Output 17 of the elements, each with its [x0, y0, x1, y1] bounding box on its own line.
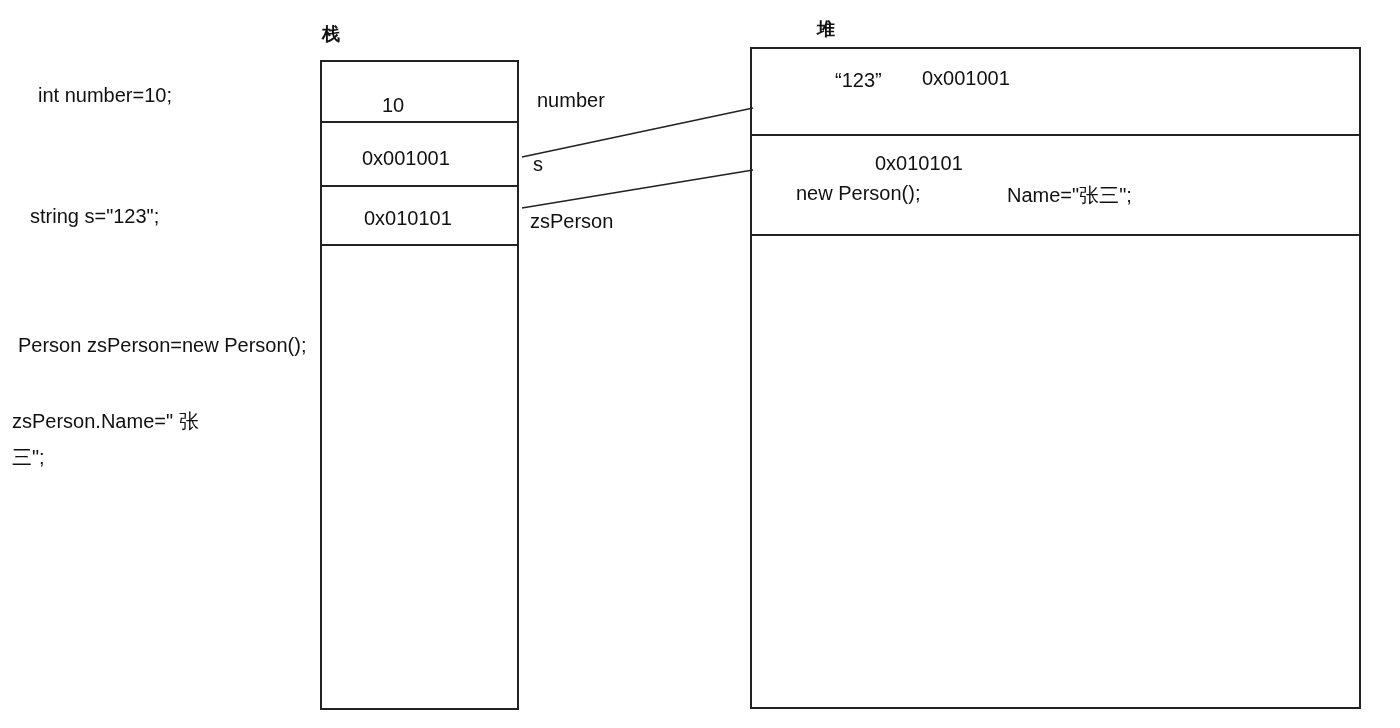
value-text: “123”: [835, 69, 882, 92]
value-text: 10: [382, 94, 405, 117]
variable-name: zsPerson: [530, 210, 614, 233]
code-line: int number=10;: [38, 84, 172, 107]
code-line: Person zsPerson=new Person();: [18, 334, 307, 357]
heading: 堆: [817, 18, 835, 41]
value-text: new Person();: [796, 182, 921, 205]
value-text: 0x010101: [364, 207, 452, 230]
variable-name: s: [533, 153, 543, 176]
value-text: Name="张三";: [1007, 183, 1132, 208]
value-text: 0x010101: [875, 152, 963, 175]
code-line: zsPerson.Name=" 张三";: [12, 409, 200, 470]
heading: 栈: [322, 23, 340, 46]
variable-name: number: [537, 89, 605, 112]
code-line: string s="123";: [30, 205, 160, 228]
value-text: 0x001001: [362, 147, 450, 170]
value-text: 0x001001: [922, 67, 1010, 90]
